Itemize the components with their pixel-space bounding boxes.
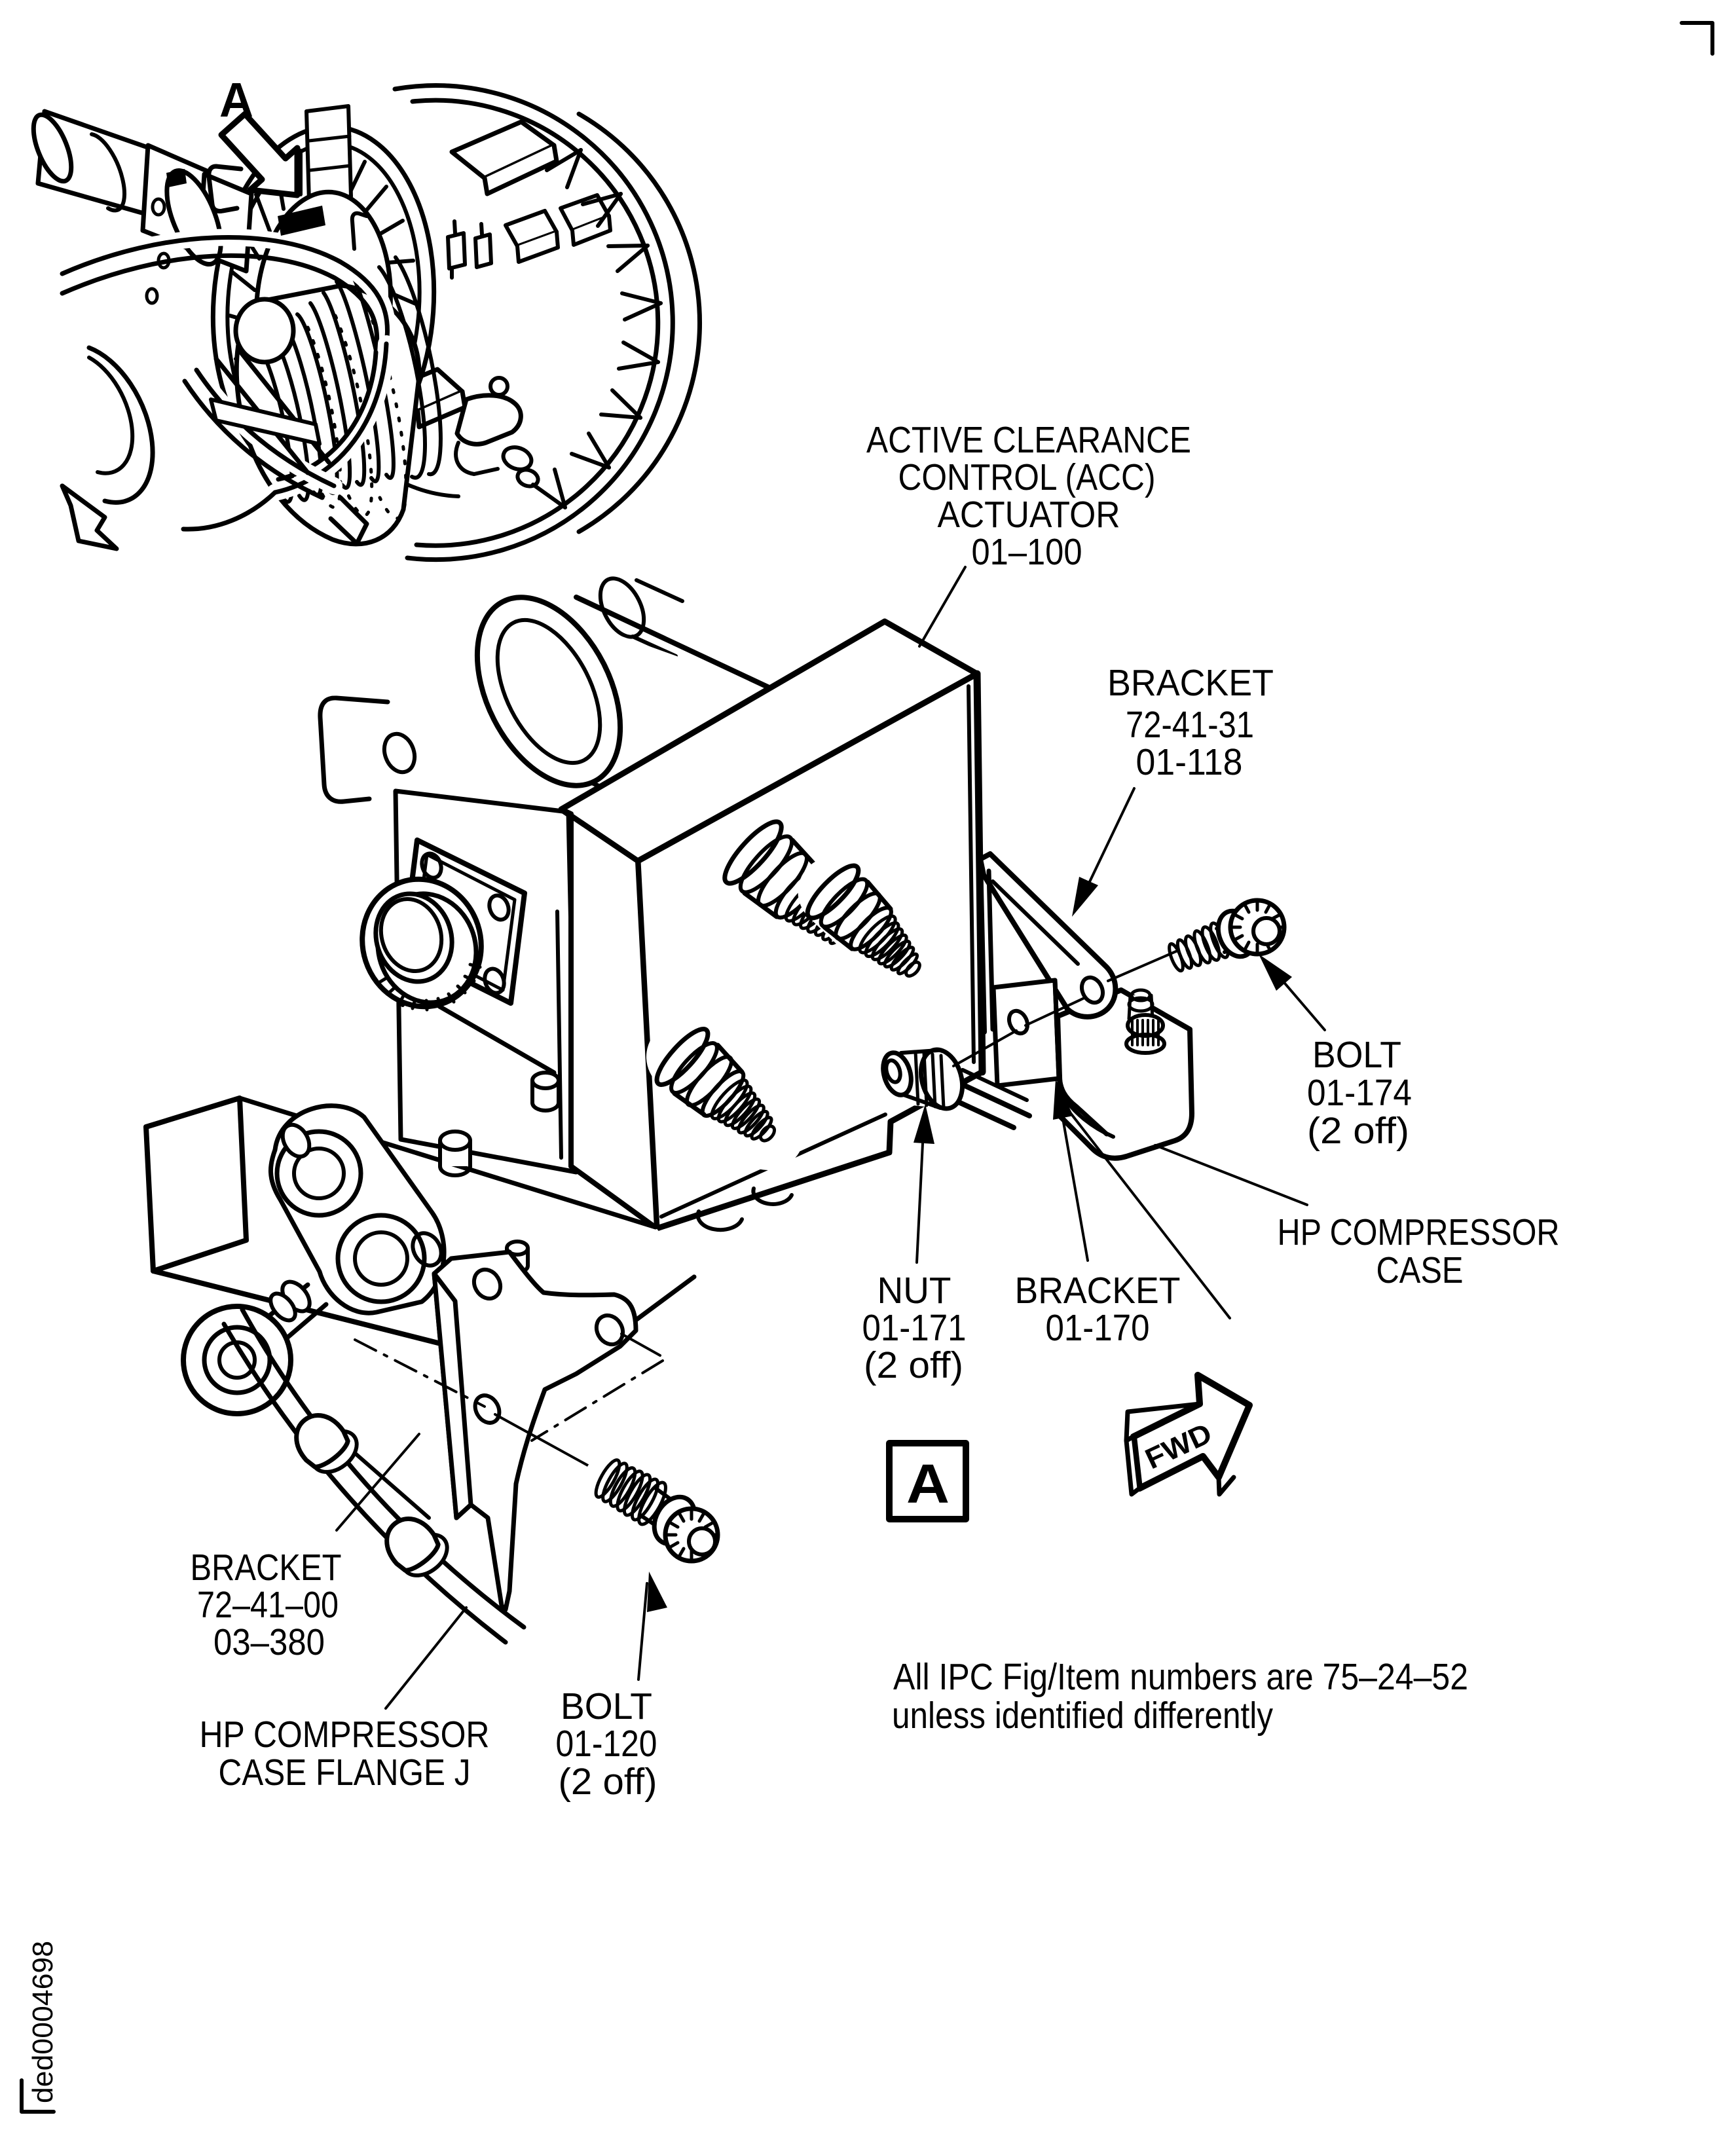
svg-text:(2 off): (2 off) bbox=[1307, 1110, 1409, 1152]
svg-text:ACTIVE CLEARANCE: ACTIVE CLEARANCE bbox=[866, 419, 1191, 461]
svg-text:BRACKET: BRACKET bbox=[1107, 662, 1274, 704]
svg-text:ded0004698: ded0004698 bbox=[27, 1941, 59, 2103]
svg-text:CASE FLANGE J: CASE FLANGE J bbox=[219, 1752, 471, 1794]
svg-text:BOLT: BOLT bbox=[561, 1685, 652, 1727]
svg-text:CASE: CASE bbox=[1376, 1249, 1464, 1291]
svg-text:(2 off): (2 off) bbox=[864, 1344, 963, 1386]
svg-text:ACTUATOR: ACTUATOR bbox=[938, 494, 1120, 536]
svg-text:HP COMPRESSOR: HP COMPRESSOR bbox=[1278, 1211, 1560, 1253]
svg-text:01-174: 01-174 bbox=[1307, 1072, 1412, 1114]
svg-text:CONTROL (ACC): CONTROL (ACC) bbox=[898, 456, 1156, 498]
svg-text:03–380: 03–380 bbox=[213, 1621, 325, 1663]
svg-text:(2 off): (2 off) bbox=[559, 1761, 657, 1803]
svg-text:01-118: 01-118 bbox=[1136, 741, 1243, 783]
svg-text:72–41–00: 72–41–00 bbox=[197, 1584, 339, 1626]
svg-text:NUT: NUT bbox=[877, 1270, 951, 1312]
svg-text:BRACKET: BRACKET bbox=[1015, 1270, 1181, 1312]
svg-text:01-170: 01-170 bbox=[1046, 1307, 1150, 1349]
svg-text:72-41-31: 72-41-31 bbox=[1126, 704, 1254, 746]
svg-text:HP COMPRESSOR: HP COMPRESSOR bbox=[200, 1714, 490, 1756]
svg-text:01-171: 01-171 bbox=[862, 1307, 967, 1349]
svg-text:01–100: 01–100 bbox=[972, 531, 1082, 573]
svg-text:BOLT: BOLT bbox=[1312, 1034, 1401, 1076]
svg-text:unless identified differently: unless identified differently bbox=[892, 1695, 1273, 1737]
svg-text:All IPC Fig/Item numbers are 7: All IPC Fig/Item numbers are 75–24–52 bbox=[893, 1656, 1468, 1698]
svg-text:01-120: 01-120 bbox=[556, 1723, 657, 1765]
svg-text:A: A bbox=[906, 1453, 950, 1515]
svg-text:BRACKET: BRACKET bbox=[191, 1547, 342, 1589]
